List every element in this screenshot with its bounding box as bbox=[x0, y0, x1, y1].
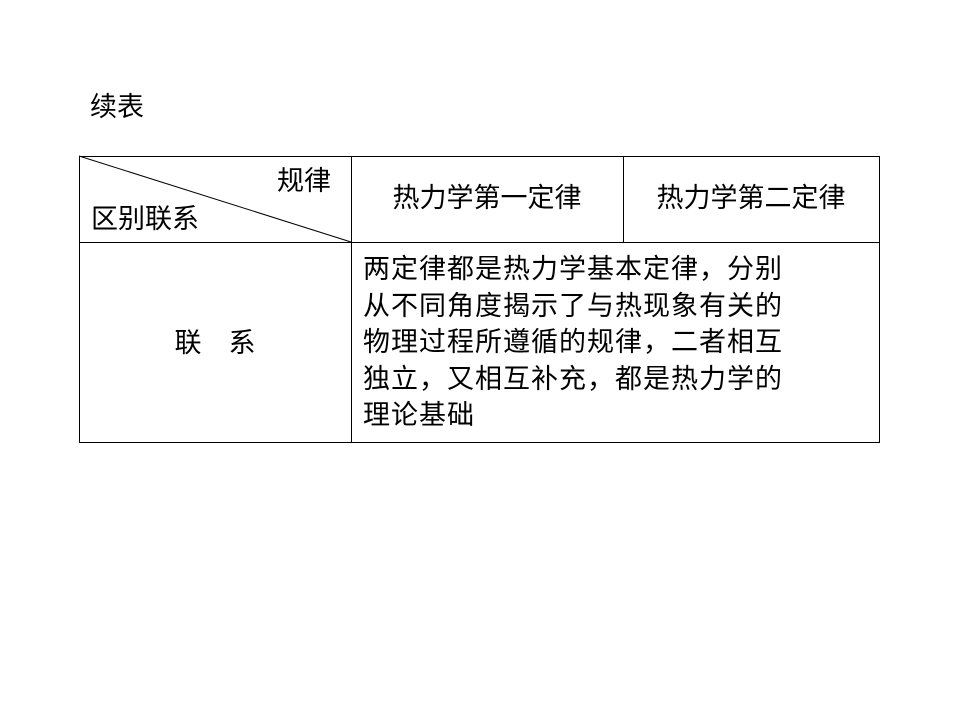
table-border-bottom bbox=[79, 442, 880, 443]
content-line: 独立，又相互补充，都是热力学的 bbox=[363, 363, 783, 395]
content-line: 理论基础 bbox=[363, 400, 475, 431]
column-header-second-law: 热力学第二定律 bbox=[656, 183, 846, 214]
table-border-col2 bbox=[623, 156, 624, 243]
table-caption: 续表 bbox=[90, 92, 144, 123]
table-border-middle bbox=[79, 242, 880, 243]
comparison-table: 规律 区别联系 热力学第一定律 热力学第二定律 联 系 两定律都是热力学基本定律… bbox=[78, 155, 880, 443]
corner-diagonal-line bbox=[78, 155, 352, 243]
table-border-right bbox=[879, 156, 880, 443]
content-line: 物理过程所遵循的规律，二者相互 bbox=[363, 327, 783, 358]
content-line: 从不同角度揭示了与热现象有关的 bbox=[363, 290, 783, 322]
corner-label-distinction: 区别联系 bbox=[91, 204, 199, 235]
table-border-top bbox=[79, 156, 880, 157]
corner-label-rule: 规律 bbox=[277, 166, 331, 197]
table-border-left bbox=[79, 156, 80, 443]
row-content-connection: 两定律都是热力学基本定律，分别 从不同角度揭示了与热现象有关的 物理过程所遵循的… bbox=[363, 252, 863, 435]
column-header-first-law: 热力学第一定律 bbox=[392, 183, 582, 214]
table-border-col1 bbox=[351, 156, 352, 443]
content-line: 两定律都是热力学基本定律，分别 bbox=[363, 254, 783, 285]
row-label-connection: 联 系 bbox=[174, 328, 256, 359]
